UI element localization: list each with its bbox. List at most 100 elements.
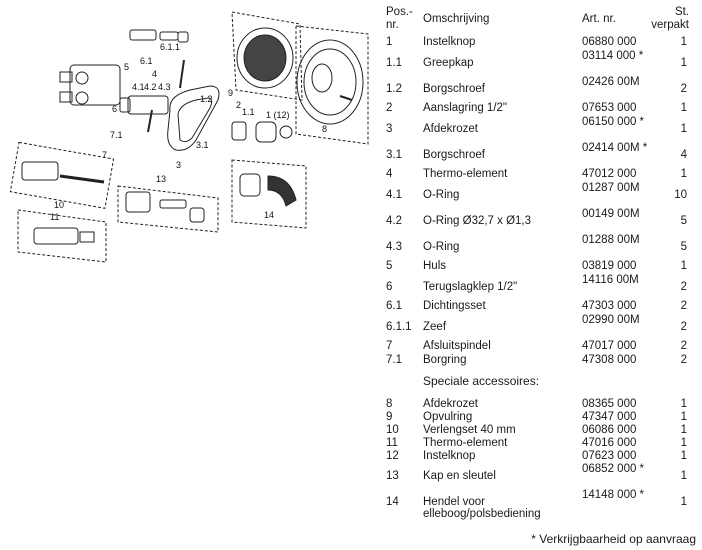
knob-part bbox=[231, 121, 247, 141]
part-qty: 2 bbox=[680, 354, 687, 366]
part-desc: Dichtingsset bbox=[423, 300, 486, 312]
part-pos: 7.1 bbox=[386, 354, 402, 366]
part-desc: Zeef bbox=[423, 321, 447, 333]
exploded-view-diagram: 1 (12) 1.1 1.2 2 3 3.1 4 4.1 4.2 4.3 5 6… bbox=[9, 11, 369, 263]
part-desc: Afsluitspindel bbox=[423, 340, 491, 352]
part-pos: 14 bbox=[386, 496, 399, 508]
label-7-1: 7.1 bbox=[110, 130, 123, 140]
part-qty: 1 bbox=[680, 123, 687, 135]
part-art: 07623 000 bbox=[582, 450, 637, 462]
part-pos: 1.2 bbox=[386, 83, 402, 95]
part-pos: 4 bbox=[386, 168, 393, 180]
box-8 bbox=[295, 25, 369, 145]
part-qty: 1 bbox=[680, 470, 687, 482]
part-art: 02426 00M bbox=[582, 76, 640, 88]
ring-9-inner bbox=[243, 34, 287, 82]
label-2: 2 bbox=[236, 100, 241, 110]
part-pos: 4.3 bbox=[386, 241, 402, 253]
part-art: 14116 00M bbox=[582, 274, 639, 286]
valve-body bbox=[69, 64, 121, 106]
table-row: 1.2 Borgschroef 02426 00M 2 bbox=[385, 76, 697, 102]
part-pos: 4.2 bbox=[386, 215, 402, 227]
ring-9 bbox=[236, 27, 294, 89]
part-art: 47308 000 bbox=[582, 354, 637, 366]
label-1-12: 1 (12) bbox=[266, 110, 290, 120]
part-pos: 2 bbox=[386, 102, 393, 114]
box-14 bbox=[231, 159, 307, 229]
part-desc: Borgschroef bbox=[423, 149, 486, 161]
table-row: 11 Thermo-element 47016 000 1 bbox=[385, 437, 697, 450]
part-desc: Afdekrozet bbox=[423, 398, 478, 410]
part-art: 03819 000 bbox=[582, 260, 637, 272]
header-qty: St. verpakt bbox=[651, 6, 689, 31]
parts-list: Pos.-nr. Omschrijving Art. nr. St. verpa… bbox=[385, 6, 697, 520]
part-art: 47016 000 bbox=[582, 437, 637, 449]
part-pos: 6 bbox=[386, 281, 393, 293]
part-pos: 9 bbox=[386, 411, 393, 423]
label-4-1: 4.1 bbox=[132, 82, 145, 92]
part-art: 01288 00M bbox=[582, 234, 640, 246]
part-desc: Aanslagring 1/2" bbox=[423, 102, 507, 114]
label-6-1-1: 6.1.1 bbox=[160, 42, 180, 52]
part-desc: Thermo-element bbox=[423, 437, 508, 449]
part-desc: Huls bbox=[423, 260, 447, 272]
part-6 bbox=[129, 29, 157, 41]
cartridge-4 bbox=[127, 95, 169, 115]
label-9: 9 bbox=[228, 88, 233, 98]
special-accessories-heading: Speciale accessoires: bbox=[423, 374, 540, 388]
part-pos: 6.1.1 bbox=[386, 321, 412, 333]
part-pos: 11 bbox=[386, 437, 398, 449]
label-10: 10 bbox=[54, 200, 64, 210]
footnote: * Verkrijgbaarheid op aanvraag bbox=[531, 532, 696, 546]
part-pos: 5 bbox=[386, 260, 393, 272]
part-pos: 12 bbox=[386, 450, 399, 462]
part-art: 01287 00M bbox=[582, 182, 640, 194]
part-pos: 3.1 bbox=[386, 149, 402, 161]
part-desc: Kap en sleutel bbox=[423, 470, 496, 482]
part-desc: Instelknop bbox=[423, 450, 476, 462]
part-qty: 2 bbox=[680, 83, 687, 95]
part-art: 02414 00M * bbox=[582, 142, 648, 154]
part-desc: O-Ring Ø32,7 x Ø1,3 bbox=[423, 215, 532, 227]
part-qty: 1 bbox=[680, 260, 687, 272]
table-row: 5 Huls 03819 000 1 bbox=[385, 260, 697, 274]
part-qty: 1 bbox=[680, 36, 687, 48]
part-desc: Borgschroef bbox=[423, 83, 486, 95]
label-3-1: 3.1 bbox=[196, 140, 209, 150]
part-pos: 4.1 bbox=[386, 189, 402, 201]
label-6: 6 bbox=[112, 104, 117, 114]
part-art: 03114 000 * bbox=[582, 50, 644, 62]
label-13: 13 bbox=[156, 174, 166, 184]
part-art: 06852 000 * bbox=[582, 463, 645, 475]
label-7: 7 bbox=[102, 150, 107, 160]
label-6-1: 6.1 bbox=[140, 56, 153, 66]
part-pos: 10 bbox=[386, 424, 399, 436]
part-desc: Hendel voor elleboog/polsbediening bbox=[423, 496, 541, 520]
part-qty: 2 bbox=[680, 300, 687, 312]
part-desc: Afdekrozet bbox=[423, 123, 478, 135]
part-qty: 5 bbox=[680, 215, 687, 227]
part-qty: 1 bbox=[680, 437, 687, 449]
label-8: 8 bbox=[322, 124, 327, 134]
part-art: 07653 000 bbox=[582, 102, 637, 114]
part-qty: 1 bbox=[680, 102, 687, 114]
part-art: 47017 000 bbox=[582, 340, 637, 352]
part-qty: 10 bbox=[674, 189, 687, 201]
part-qty: 4 bbox=[680, 149, 687, 161]
part-art: 08365 000 bbox=[582, 398, 637, 410]
part-art: 47347 000 bbox=[582, 411, 637, 423]
label-4-2: 4.2 bbox=[144, 82, 157, 92]
